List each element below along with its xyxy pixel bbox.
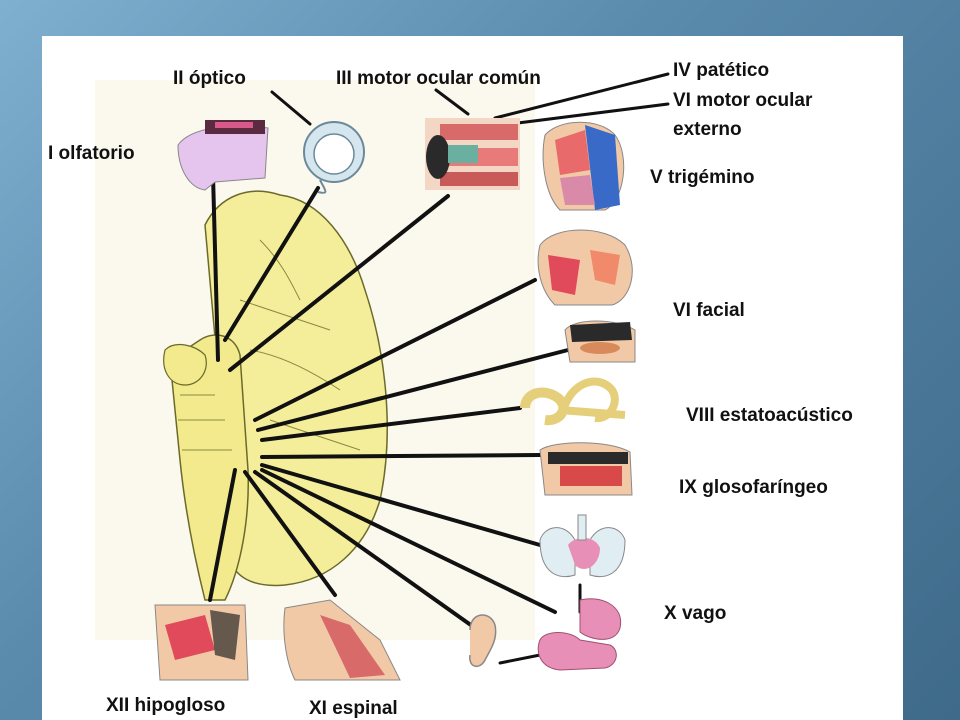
label-hipogloso: XII hipogloso	[106, 695, 226, 716]
label-pointer-optico	[270, 90, 312, 126]
ear-illustration	[469, 614, 497, 667]
trigeminal-head-illustration	[542, 121, 625, 211]
nerve-line-glosofaringeo	[260, 453, 542, 459]
label-glosofaringeo: IX glosofaríngeo	[679, 477, 828, 498]
inner-ear-illustration	[520, 377, 626, 426]
connector-vago-intestine	[498, 653, 542, 665]
nerve-line-trigemino	[253, 278, 537, 422]
label-pointer-motor-ocular-externo	[508, 102, 670, 126]
label-pointer-motor-ocular-comun	[434, 88, 470, 116]
nerve-line-vago-ear	[253, 470, 477, 630]
hypoglossal-head-illustration	[154, 604, 249, 681]
brainstem	[163, 334, 250, 601]
mouth-illustration	[564, 320, 636, 363]
label-motor-ocular-externo-line2: externo	[673, 119, 742, 140]
nerve-line-estatoacustico	[260, 406, 522, 442]
thorax-organs-illustration	[539, 514, 626, 578]
label-optico: II óptico	[173, 68, 246, 89]
nerve-line-motor-ocular-comun	[228, 194, 450, 372]
nerve-line-olfatorio	[211, 173, 220, 362]
nerve-line-facial	[256, 348, 570, 432]
label-trigemino: V trigémino	[650, 167, 755, 188]
nerve-line-vago-1	[260, 463, 542, 547]
eye-illustration	[303, 121, 365, 194]
label-estatoacustico: VIII estatoacústico	[686, 405, 853, 426]
nerve-lines	[208, 72, 670, 665]
label-olfatorio: I olfatorio	[48, 143, 135, 164]
spinal-neck-illustration	[283, 599, 401, 681]
label-motor-ocular-externo-line1: VI motor ocular	[673, 90, 813, 111]
nerve-line-hipogloso	[208, 468, 237, 602]
nerve-line-espinal	[243, 470, 337, 597]
facial-head-illustration	[537, 229, 633, 306]
eye-muscles-illustration	[425, 118, 520, 190]
label-facial: VI facial	[673, 300, 745, 321]
nerve-line-vago-2	[260, 468, 557, 614]
nose-illustration	[177, 120, 269, 191]
label-espinal: XI espinal	[309, 698, 398, 719]
label-vago: X vago	[664, 603, 727, 624]
tongue-throat-illustration	[539, 442, 633, 496]
label-pointer-patetico	[493, 72, 670, 120]
label-patetico: IV patético	[673, 60, 770, 81]
digestive-illustration	[537, 598, 622, 671]
label-motor-ocular-comun: III motor ocular común	[336, 68, 541, 89]
nerve-line-optico	[223, 186, 320, 342]
